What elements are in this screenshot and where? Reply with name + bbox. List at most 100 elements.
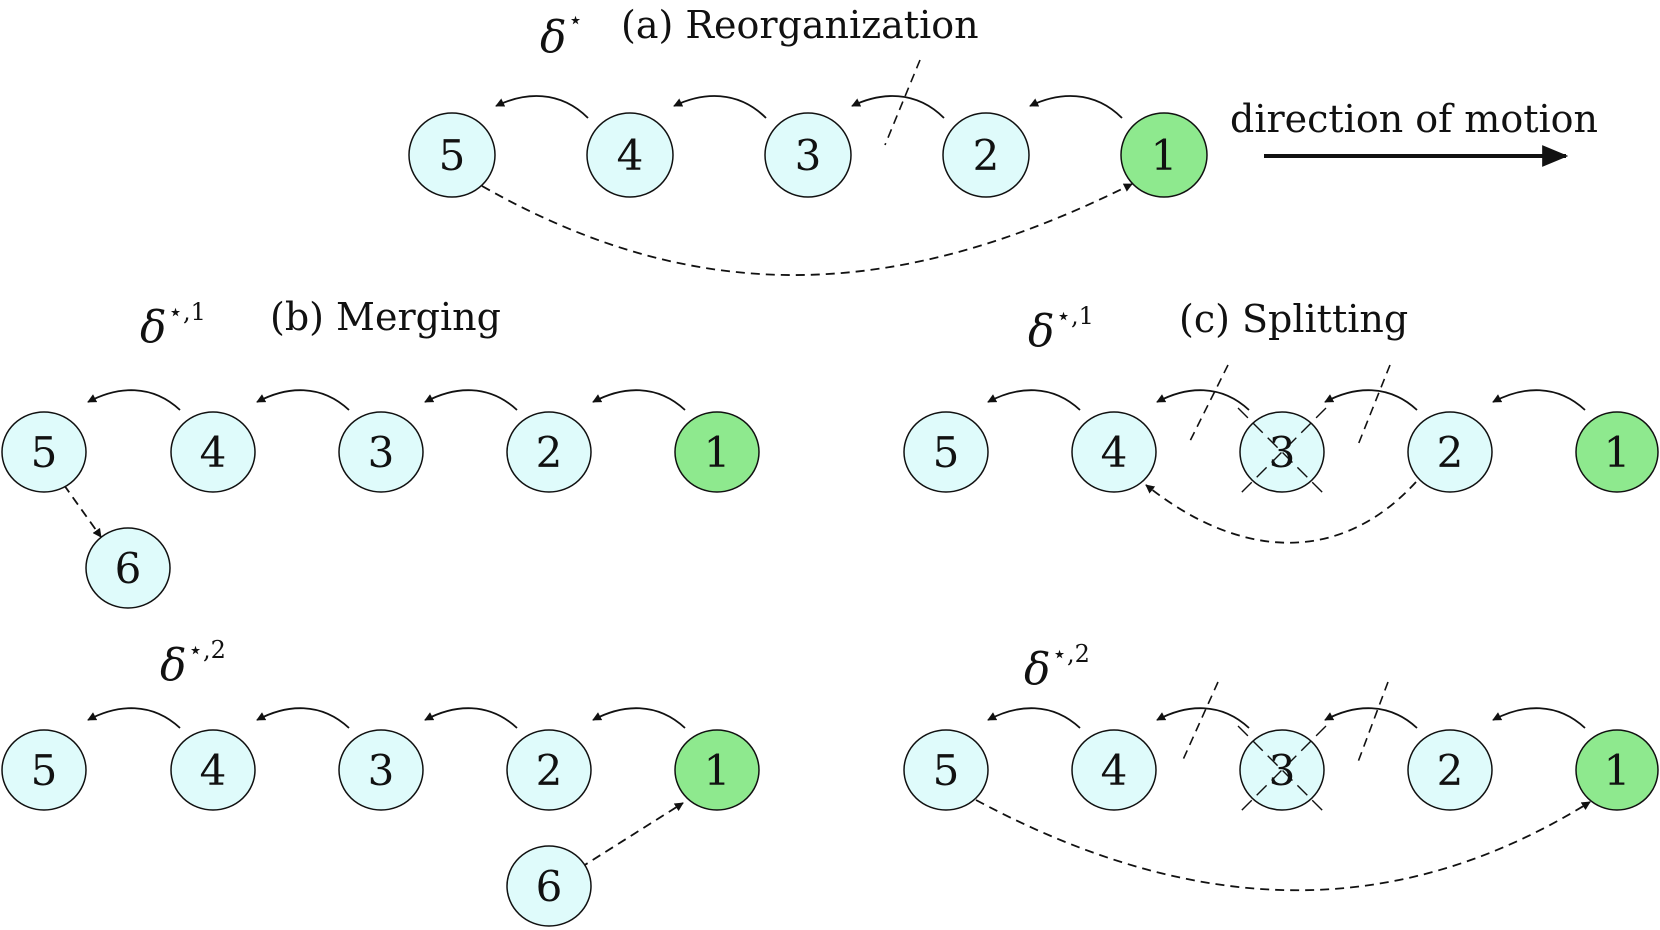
node-b2-4: 4 <box>170 729 256 811</box>
node-b2-3: 3 <box>338 729 424 811</box>
panel-c-top-symbol: δ <box>1028 306 1055 357</box>
svg-text:2: 2 <box>1437 428 1464 477</box>
svg-text:2: 2 <box>973 131 1000 180</box>
link-b2-4-to-5 <box>87 707 181 729</box>
node-c1-5: 5 <box>903 411 989 493</box>
svg-text:1: 1 <box>1151 131 1178 180</box>
node-a-3: 3 <box>764 112 852 198</box>
svg-text:3: 3 <box>1269 428 1296 477</box>
panel-b-top-superscript: ⋆,1 <box>168 298 206 326</box>
node-c1-1-leader: 1 <box>1575 411 1659 493</box>
node-a-1-leader: 1 <box>1120 112 1208 198</box>
cut-line-c2-left <box>1181 681 1219 763</box>
node-a-5: 5 <box>408 112 496 198</box>
node-b1-3: 3 <box>338 411 424 493</box>
svg-text:3: 3 <box>368 746 395 795</box>
panel-b-top-symbol: δ <box>140 302 167 353</box>
link-b1-4-to-5 <box>87 389 181 411</box>
node-b2-6: 6 <box>506 845 592 927</box>
link-1-to-2 <box>1029 95 1123 119</box>
node-c2-1-leader: 1 <box>1575 729 1659 811</box>
node-c1-2: 2 <box>1407 411 1493 493</box>
link-c2-5-to-1-dashed <box>975 799 1591 892</box>
link-c1-3-to-4 <box>1156 389 1250 411</box>
panel-b-bottom-superscript: ⋆,2 <box>188 636 226 664</box>
svg-text:5: 5 <box>933 428 960 477</box>
link-b1-5-to-6-dashed <box>63 484 102 538</box>
svg-text:5: 5 <box>31 746 58 795</box>
link-c1-1-to-2 <box>1492 389 1586 411</box>
svg-text:3: 3 <box>368 428 395 477</box>
svg-text:2: 2 <box>1437 746 1464 795</box>
panel-c-bottom-superscript: ⋆,2 <box>1052 640 1090 668</box>
node-b1-4: 4 <box>170 411 256 493</box>
link-b1-2-to-3 <box>424 389 518 411</box>
link-c1-2-to-4-dashed <box>1145 481 1417 544</box>
link-c1-2-to-3 <box>1324 389 1418 411</box>
node-b2-5: 5 <box>1 729 87 811</box>
link-c2-2-to-3 <box>1324 707 1418 729</box>
link-5-to-1-dashed <box>481 183 1133 276</box>
link-b2-6-to-1-dashed <box>579 802 684 869</box>
node-a-4: 4 <box>586 112 674 198</box>
svg-text:4: 4 <box>200 746 227 795</box>
link-c1-4-to-5 <box>987 389 1081 411</box>
node-c1-4: 4 <box>1071 411 1157 493</box>
node-c2-5: 5 <box>903 729 989 811</box>
cut-line-c1-left <box>1187 364 1229 446</box>
panel-c: (c) Splitting δ ⋆,1 5 4 3 2 <box>903 297 1659 892</box>
link-b2-1-to-2 <box>592 707 686 729</box>
panel-a-title: (a) Reorganization <box>621 3 979 47</box>
svg-text:6: 6 <box>115 544 142 593</box>
link-c2-3-to-4 <box>1156 707 1250 729</box>
svg-text:4: 4 <box>617 131 644 180</box>
panel-c-title: (c) Splitting <box>1179 297 1408 341</box>
svg-text:4: 4 <box>1101 428 1128 477</box>
cut-line-c2-right <box>1357 681 1389 763</box>
panel-c-top-superscript: ⋆,1 <box>1056 302 1094 330</box>
link-3-to-4 <box>673 95 767 119</box>
link-4-to-5 <box>495 95 589 119</box>
panel-a: δ ⋆ (a) Reorganization direction of moti… <box>408 3 1598 276</box>
node-b1-6: 6 <box>85 527 171 609</box>
link-2-to-3 <box>851 95 945 119</box>
node-b2-2: 2 <box>506 729 592 811</box>
panel-b: (b) Merging δ ⋆,1 5 4 3 2 1 <box>1 295 760 927</box>
link-c2-1-to-2 <box>1492 707 1586 729</box>
node-c2-4: 4 <box>1071 729 1157 811</box>
svg-text:6: 6 <box>536 862 563 911</box>
svg-text:3: 3 <box>795 131 822 180</box>
panel-a-superscript: ⋆ <box>568 6 583 34</box>
svg-text:1: 1 <box>1604 746 1631 795</box>
direction-label: direction of motion <box>1230 97 1598 141</box>
link-b1-1-to-2 <box>592 389 686 411</box>
svg-text:5: 5 <box>439 131 466 180</box>
link-b1-3-to-4 <box>256 389 350 411</box>
link-b2-2-to-3 <box>424 707 518 729</box>
link-c2-4-to-5 <box>987 707 1081 729</box>
svg-text:1: 1 <box>1604 428 1631 477</box>
node-b1-2: 2 <box>506 411 592 493</box>
svg-text:4: 4 <box>200 428 227 477</box>
node-c2-3-removed: 3 <box>1237 725 1327 815</box>
panel-a-symbol: δ <box>540 12 567 63</box>
node-c1-3-removed: 3 <box>1237 407 1327 497</box>
svg-text:1: 1 <box>704 746 731 795</box>
node-c2-2: 2 <box>1407 729 1493 811</box>
svg-text:5: 5 <box>31 428 58 477</box>
panel-b-title: (b) Merging <box>270 295 501 339</box>
svg-text:1: 1 <box>704 428 731 477</box>
svg-text:4: 4 <box>1101 746 1128 795</box>
panel-c-bottom-symbol: δ <box>1024 644 1051 695</box>
svg-text:3: 3 <box>1269 746 1296 795</box>
svg-text:5: 5 <box>933 746 960 795</box>
cut-line <box>884 59 921 146</box>
node-b2-1-leader: 1 <box>674 729 760 811</box>
node-b1-5: 5 <box>1 411 87 493</box>
cut-line-c1-right <box>1357 364 1391 446</box>
svg-text:2: 2 <box>536 746 563 795</box>
svg-text:2: 2 <box>536 428 563 477</box>
node-a-2: 2 <box>942 112 1030 198</box>
